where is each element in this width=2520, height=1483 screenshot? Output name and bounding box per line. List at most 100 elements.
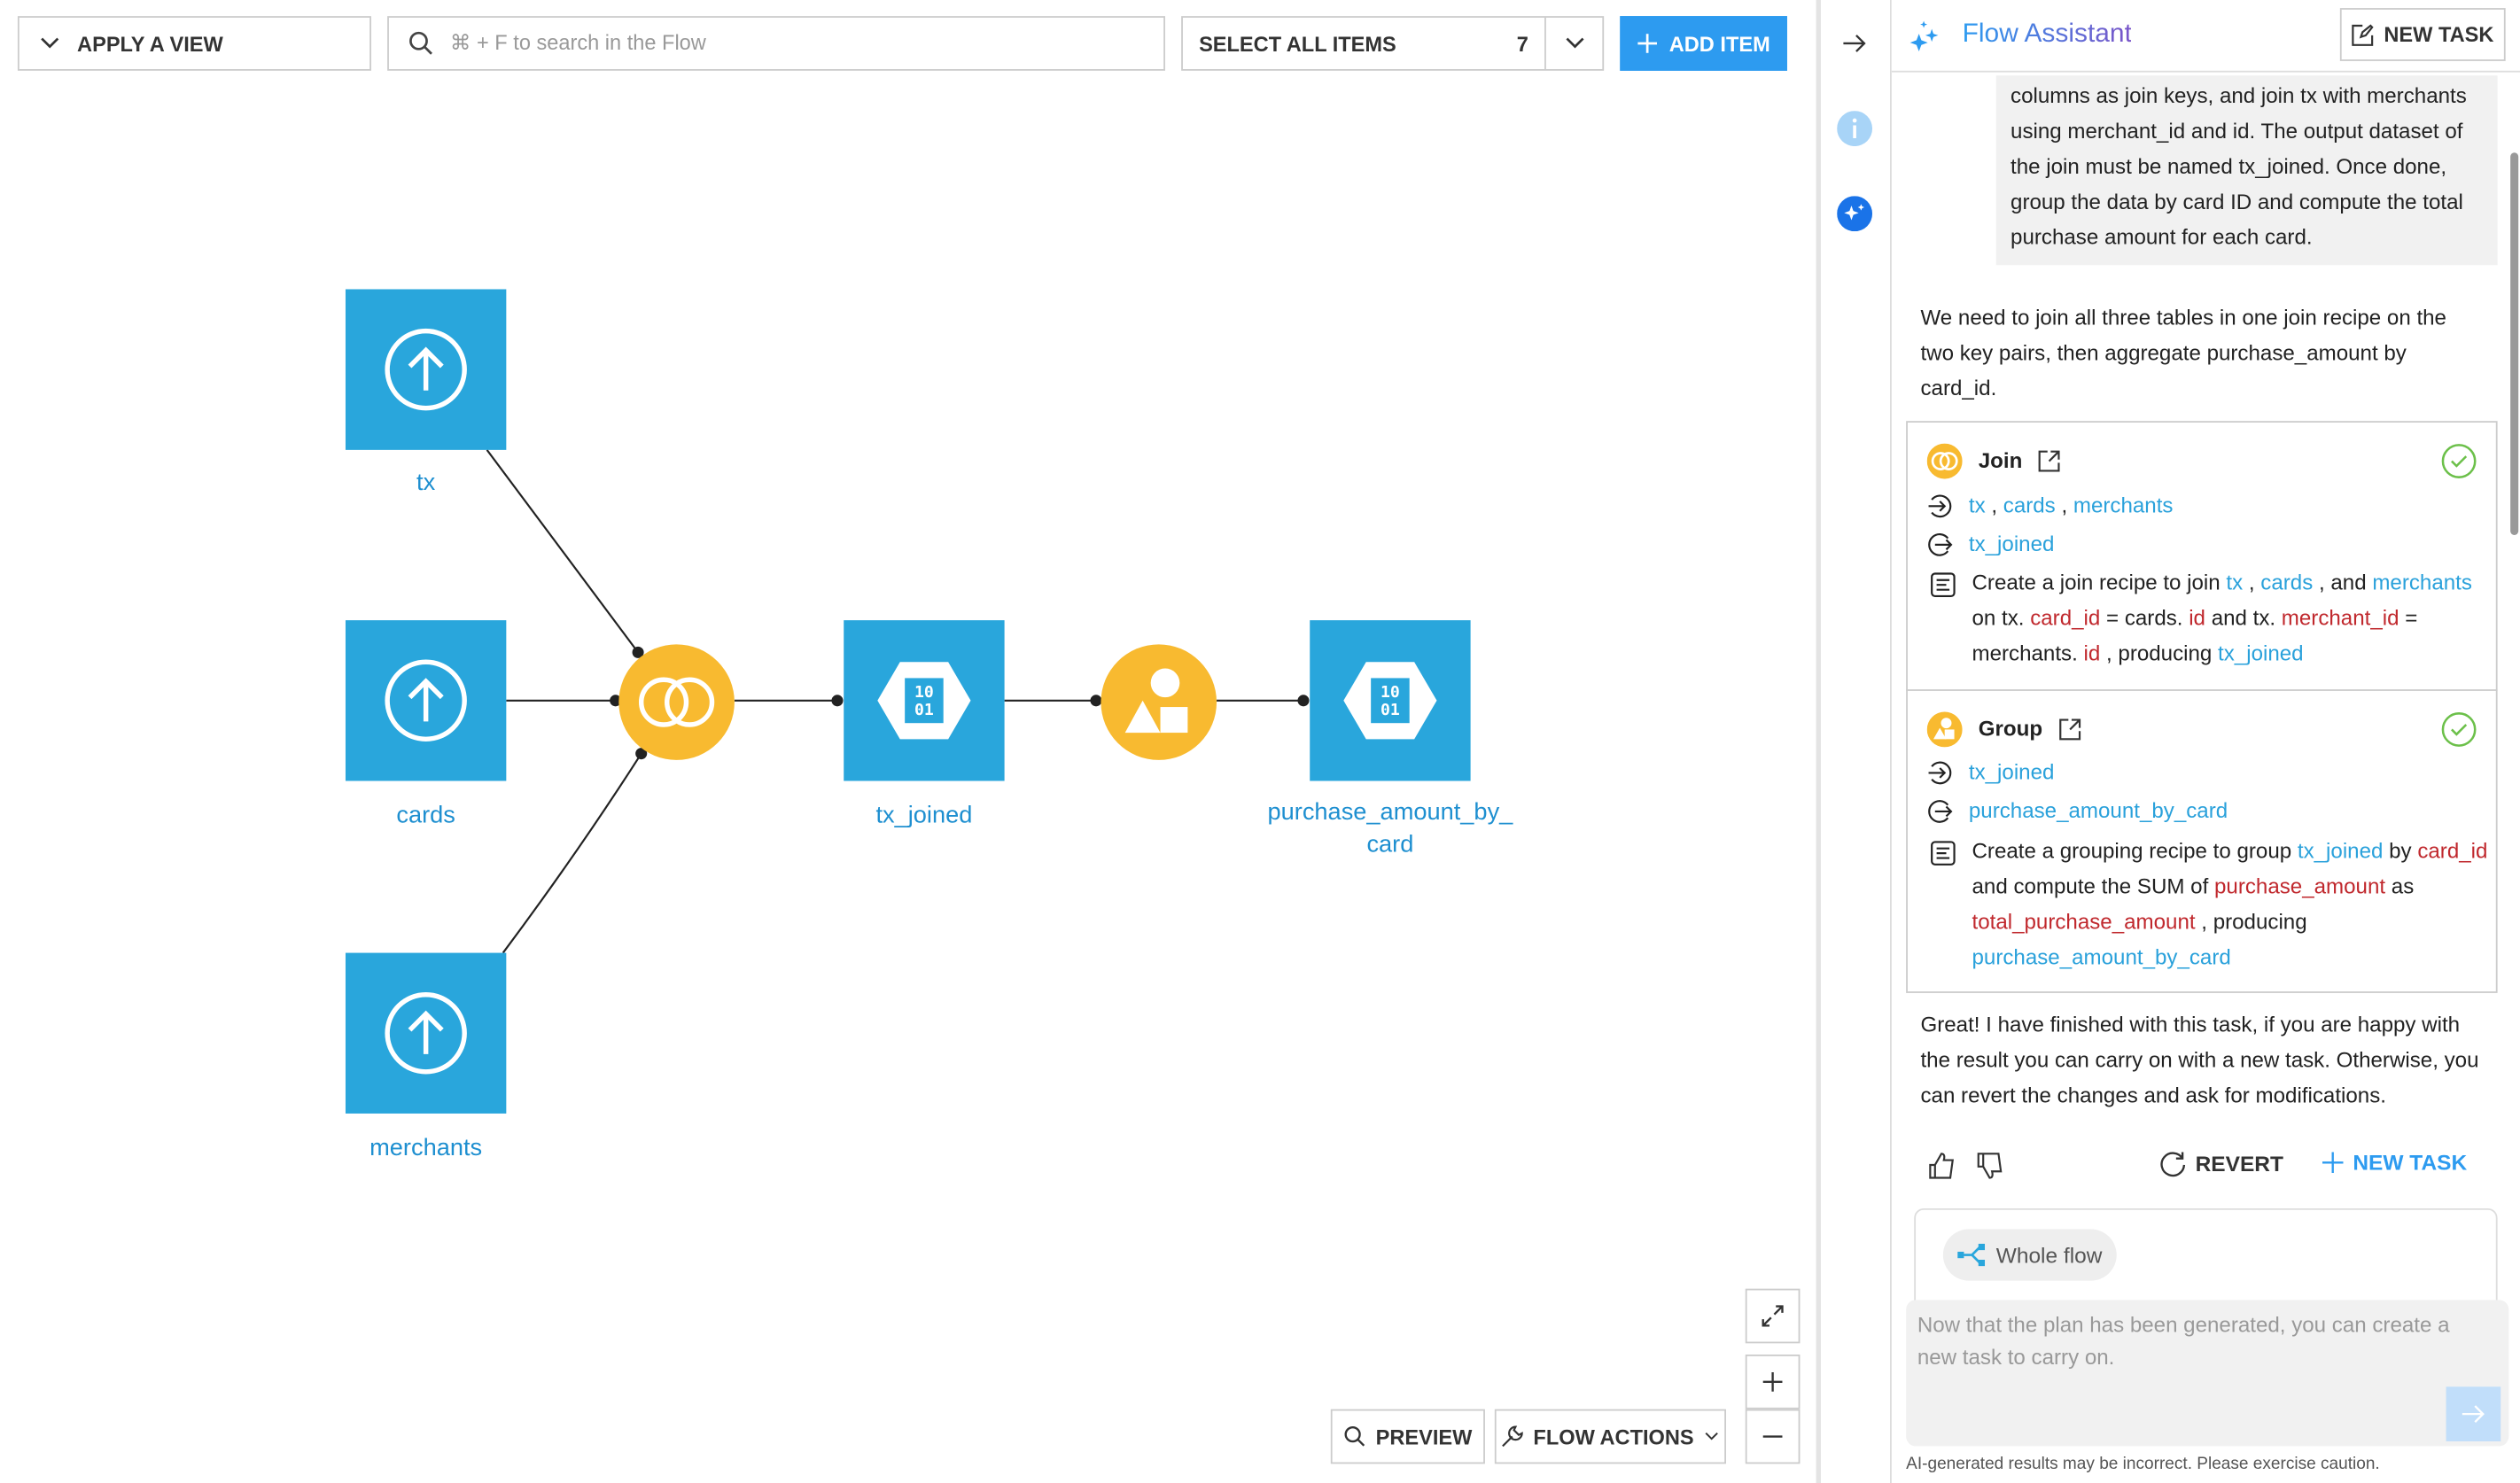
t: , and [2313, 570, 2373, 595]
ds-ref[interactable]: cards [2260, 570, 2314, 595]
column-ref: total_purchase_amount [1972, 909, 2196, 934]
node-label-purchase[interactable]: purchase_amount_by_card [1230, 797, 1552, 862]
message-input[interactable]: Now that the plan has been generated, yo… [1906, 1300, 2509, 1447]
user-msg-line: purchase amount for each card. [2011, 224, 2313, 250]
t: and tx. [2205, 605, 2282, 631]
wrench-icon [1502, 1425, 1523, 1448]
plus-icon [2322, 1152, 2344, 1174]
group-input[interactable]: tx_joined [1968, 759, 2055, 785]
t: , [2243, 570, 2261, 595]
input-icon [1928, 494, 1952, 518]
chevron-down-icon [1565, 37, 1583, 49]
apply-view-button[interactable]: APPLY A VIEW [17, 16, 371, 71]
t: on tx. [1972, 605, 2031, 631]
ds-ref[interactable]: merchants [2372, 570, 2472, 595]
ds-ref[interactable]: tx_joined [2297, 838, 2384, 863]
panel-scrollbar[interactable] [2510, 152, 2519, 535]
user-msg-line: using merchant_id and id. The output dat… [2011, 119, 2463, 144]
preview-button[interactable]: PREVIEW [1330, 1409, 1485, 1464]
t: Create a grouping recipe to group [1972, 838, 2298, 863]
fit-view-button[interactable] [1745, 1288, 1801, 1344]
sparkle-icon [1909, 20, 1939, 52]
t: as [2385, 873, 2415, 898]
input-cards[interactable]: cards [2003, 493, 2056, 518]
chevron-down-icon [41, 37, 59, 49]
input-icon [1928, 761, 1952, 785]
user-msg-line: columns as join keys, and join tx with m… [2011, 83, 2467, 108]
ds-ref[interactable]: tx [2226, 570, 2244, 595]
node-label-merchants[interactable]: merchants [369, 1134, 483, 1162]
thumbs-up-icon[interactable] [1929, 1152, 1955, 1179]
dataset-node-merchants[interactable] [345, 952, 507, 1114]
new-task-header-button[interactable]: NEW TASK [2339, 8, 2506, 61]
select-dropdown-toggle[interactable] [1544, 17, 1602, 69]
group-icon [1124, 668, 1188, 734]
t: , producing [2195, 909, 2307, 934]
node-label-tx-joined[interactable]: tx_joined [875, 802, 973, 829]
flow-search-input[interactable]: ⌘ + F to search in the Flow [387, 16, 1165, 71]
search-icon [409, 31, 432, 55]
ds-ref[interactable]: tx_joined [2218, 641, 2304, 665]
node-label-line2: card [1366, 830, 1414, 858]
zoom-out-button[interactable] [1745, 1409, 1801, 1464]
arrow-right-icon [2462, 1405, 2485, 1424]
thumbs-down-icon[interactable] [1977, 1152, 2003, 1179]
flow-actions-button[interactable]: FLOW ACTIONS [1494, 1409, 1726, 1464]
select-all-items-button[interactable]: SELECT ALL ITEMS 7 [1181, 16, 1605, 71]
input-merchants[interactable]: merchants [2073, 493, 2174, 518]
external-link-icon[interactable] [2058, 718, 2081, 741]
new-task-label: NEW TASK [2353, 1150, 2468, 1175]
assistant-header: Flow Assistant NEW TASK [1891, 0, 2520, 73]
node-label-cards[interactable]: cards [396, 802, 455, 829]
t: , producing [2100, 641, 2219, 665]
svg-text:01: 01 [1381, 701, 1400, 719]
item-count: 7 [1516, 31, 1528, 56]
external-link-icon[interactable] [2038, 450, 2061, 472]
expand-icon [1762, 1305, 1784, 1327]
zoom-in-button[interactable] [1745, 1355, 1801, 1409]
minus-icon [1762, 1435, 1783, 1438]
select-all-label: SELECT ALL ITEMS [1199, 31, 1396, 56]
output-tx-joined[interactable]: tx_joined [1968, 532, 2055, 556]
chevron-down-icon [1705, 1432, 1718, 1440]
add-item-button[interactable]: ADD ITEM [1620, 16, 1787, 71]
user-msg-line: group the data by card ID and compute th… [2011, 190, 2463, 214]
join-recipe-node[interactable] [618, 644, 735, 760]
upload-icon [385, 992, 467, 1075]
search-placeholder: ⌘ + F to search in the Flow [449, 30, 706, 55]
dataset-node-cards[interactable] [345, 620, 507, 781]
edit-icon [2352, 23, 2375, 45]
ds-ref[interactable]: purchase_amount_by_card [1972, 944, 2231, 969]
description-icon [1931, 841, 1956, 866]
t: = cards. [2100, 605, 2189, 631]
t: = merchants. [1972, 605, 2418, 665]
panel-resize-handle[interactable] [1816, 0, 1822, 1483]
message-placeholder: Now that the plan has been generated, yo… [1917, 1312, 2450, 1370]
new-task-button[interactable]: NEW TASK [2322, 1151, 2467, 1175]
revert-button[interactable]: REVERT [2160, 1151, 2283, 1178]
ai-assistant-icon[interactable] [1837, 196, 1873, 232]
column-ref: merchant_id [2281, 605, 2399, 631]
revert-label: REVERT [2195, 1152, 2283, 1176]
flow-icon [1957, 1243, 1986, 1267]
collapse-arrow-icon[interactable] [1842, 32, 1868, 54]
info-icon[interactable] [1837, 111, 1873, 147]
column-ref: purchase_amount [2213, 873, 2386, 898]
user-message: columns as join keys, and join tx with m… [1995, 75, 2498, 266]
group-recipe-node[interactable] [1101, 644, 1217, 760]
column-ref: card_id [2417, 838, 2488, 863]
ai-disclaimer: AI-generated results may be incorrect. P… [1906, 1454, 2380, 1474]
group-output[interactable]: purchase_amount_by_card [1968, 798, 2228, 823]
group-description: Create a grouping recipe to group tx_joi… [1972, 834, 2490, 975]
plan-divider [1906, 689, 2498, 691]
node-label-tx[interactable]: tx [416, 469, 436, 497]
assistant-finish-message: Great! I have finished with this task, i… [1920, 1012, 2479, 1107]
scope-chip-whole-flow[interactable]: Whole flow [1942, 1229, 2117, 1281]
dataset-node-tx[interactable] [345, 289, 507, 450]
input-tx[interactable]: tx [1968, 493, 1986, 518]
send-button[interactable] [2446, 1386, 2501, 1441]
